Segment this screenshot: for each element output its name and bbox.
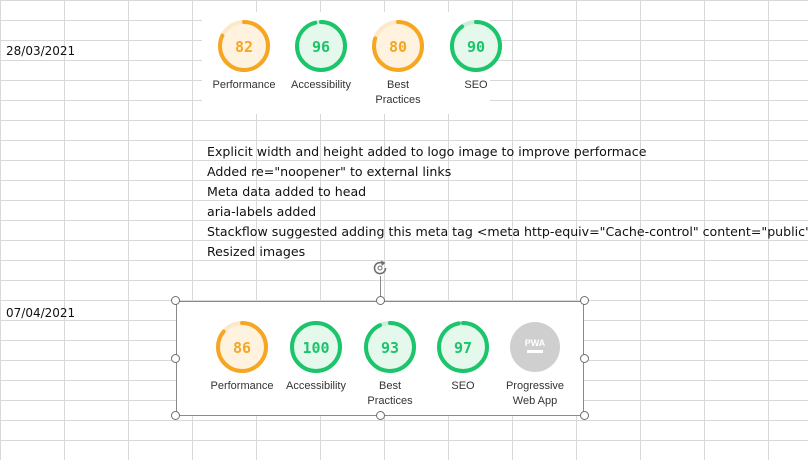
gauge-arc	[372, 20, 424, 72]
score-label: SEO	[451, 380, 475, 392]
gauge-arc	[437, 321, 489, 373]
pwa-dash-icon	[527, 350, 543, 353]
score-value: 100	[302, 339, 329, 357]
best-practices-ring: 80	[372, 20, 424, 72]
score-label: SEO	[464, 79, 488, 91]
score-label: Best Practices	[375, 79, 421, 106]
score-value: 90	[467, 38, 485, 56]
resize-handle-left[interactable]	[171, 354, 180, 363]
rotate-stem	[380, 276, 381, 301]
resize-handle-top-right[interactable]	[580, 296, 589, 305]
gauge-arc	[450, 20, 502, 72]
score-label: Accessibility	[286, 380, 346, 392]
score-label: Best Practices	[367, 380, 413, 407]
best-practices-gauge: 80 Best Practices	[359, 18, 437, 108]
note-line: Added re="noopener" to external links	[207, 164, 452, 179]
date-cell-2[interactable]: 07/04/2021	[6, 306, 76, 320]
performance-ring: 86	[216, 321, 268, 373]
gauge-arc	[290, 321, 342, 373]
rotate-handle-icon[interactable]	[370, 258, 390, 278]
pwa-gauge: PWA Progressive Web App	[496, 319, 574, 409]
resize-handle-right[interactable]	[580, 354, 589, 363]
performance-ring: 82	[218, 20, 270, 72]
resize-handle-bottom-right[interactable]	[580, 411, 589, 420]
score-value: 96	[312, 38, 330, 56]
score-value: 97	[454, 339, 472, 357]
score-value: 80	[389, 38, 407, 56]
score-label: Performance	[212, 79, 276, 91]
lighthouse-scores-image-2[interactable]: 86 Performance 100 Accessibility 93 Best…	[176, 301, 584, 416]
accessibility-ring: 96	[295, 20, 347, 72]
selection-frame	[176, 301, 584, 416]
gauge-arc	[295, 20, 347, 72]
accessibility-gauge: 100 Accessibility	[277, 319, 355, 394]
performance-gauge: 86 Performance	[203, 319, 281, 394]
score-label: Progressive Web App	[505, 380, 565, 407]
score-label: Accessibility	[291, 79, 351, 91]
gauge-arc	[218, 20, 270, 72]
score-label: Performance	[210, 380, 274, 392]
note-line: Explicit width and height added to logo …	[207, 144, 647, 159]
note-line: Meta data added to head	[207, 184, 367, 199]
score-value: 93	[381, 339, 399, 357]
note-line: Stackflow suggested adding this meta tag…	[207, 224, 808, 239]
lighthouse-scores-image-1[interactable]: 82 Performance 96 Accessibility 80 Best …	[202, 12, 502, 114]
change-notes[interactable]: Explicit width and height added to logo …	[207, 142, 808, 262]
seo-ring: 90	[450, 20, 502, 72]
gauge-arc	[364, 321, 416, 373]
date-cell-1[interactable]: 28/03/2021	[6, 44, 76, 58]
accessibility-gauge: 96 Accessibility	[282, 18, 360, 93]
seo-gauge: 97 SEO	[424, 319, 502, 394]
note-line: aria-labels added	[207, 204, 317, 219]
pwa-badge-circle	[510, 322, 560, 372]
accessibility-ring: 100	[290, 321, 342, 373]
best-practices-ring: 93	[364, 321, 416, 373]
note-line: Resized images	[207, 244, 306, 259]
performance-gauge: 82 Performance	[205, 18, 283, 93]
resize-handle-bottom[interactable]	[376, 411, 385, 420]
score-value: 86	[233, 339, 251, 357]
resize-handle-bottom-left[interactable]	[171, 411, 180, 420]
resize-handle-top-left[interactable]	[171, 296, 180, 305]
gauge-arc	[216, 321, 268, 373]
resize-handle-top[interactable]	[376, 296, 385, 305]
best-practices-gauge: 93 Best Practices	[351, 319, 429, 409]
pwa-badge-text: PWA	[525, 338, 546, 348]
seo-ring: 97	[437, 321, 489, 373]
seo-gauge: 90 SEO	[437, 18, 515, 93]
pwa-badge-icon: PWA	[510, 322, 560, 372]
score-value: 82	[235, 38, 253, 56]
